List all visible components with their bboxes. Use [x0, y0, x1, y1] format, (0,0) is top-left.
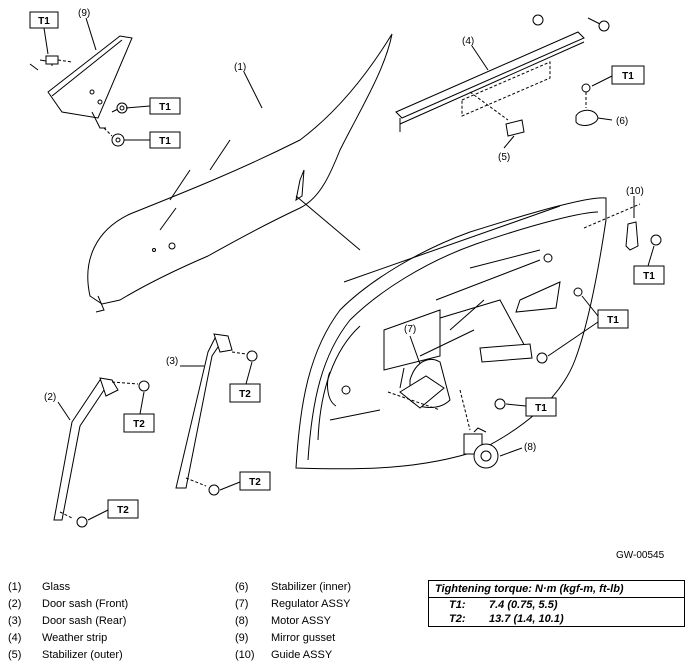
motor-assy-part: [459, 389, 506, 469]
torque-row-t2: T2: 13.7 (1.4, 10.1): [429, 612, 684, 627]
t1-box-top-left: T1: [29, 11, 59, 55]
callout-4: (4): [462, 36, 474, 47]
legend-item: (4) Weather strip: [8, 630, 128, 647]
legend-item: (5) Stabilizer (outer): [8, 647, 128, 664]
legend-num: (6): [235, 581, 249, 593]
legend-label: Door sash (Front): [42, 598, 129, 610]
legend-item: (9) Mirror gusset: [235, 630, 351, 647]
t1-label: T1: [159, 102, 171, 113]
legend-item: (3) Door sash (Rear): [8, 613, 128, 630]
callout-3: (3): [166, 356, 178, 367]
legend-label: Guide ASSY: [271, 649, 333, 661]
legend-item: (6) Stabilizer (inner): [235, 579, 351, 596]
legend-item: (7) Regulator ASSY: [235, 596, 351, 613]
regulator-assy-part: [341, 253, 583, 411]
legend-num: (10): [235, 649, 255, 661]
t1-box-gusset-lower: T1: [124, 131, 181, 149]
t1-box-gusset: T1: [125, 97, 181, 115]
legend-label: Mirror gusset: [271, 632, 336, 644]
legend-item: (2) Door sash (Front): [8, 596, 128, 613]
legend-num: (2): [8, 598, 22, 610]
legend-num: (8): [235, 615, 249, 627]
t1-box-weatherstrip: T1: [591, 65, 645, 87]
stabilizer-outer-part: [469, 91, 525, 137]
weather-strip-part: [395, 14, 610, 132]
callout-1: (1): [234, 62, 246, 73]
legend-num: (5): [8, 649, 22, 661]
legend-label: Door sash (Rear): [42, 615, 127, 627]
glass-part: [87, 33, 393, 313]
torque-row-t1: T1: 7.4 (0.75, 5.5): [429, 598, 684, 612]
torque-key: T2:: [449, 613, 466, 625]
t2-label: T2: [133, 419, 145, 430]
legend-label: Glass: [42, 581, 71, 593]
legend-right-column: (6)Stabilizer (inner) (7)Regulator ASSY …: [235, 579, 351, 664]
t1-box-guide: T1: [633, 245, 665, 285]
door-panel: [295, 197, 607, 470]
callout-6: (6): [616, 116, 628, 127]
legend-num: (7): [235, 598, 249, 610]
t1-label: T1: [535, 403, 547, 414]
torque-key: T1:: [449, 599, 466, 611]
guide-assy-part: [625, 221, 662, 251]
mirror-gusset-part: [29, 35, 133, 147]
torque-value: 13.7 (1.4, 10.1): [489, 613, 564, 625]
door-sash-rear-part: [175, 333, 258, 496]
callout-10: (10): [626, 186, 644, 197]
t2-box-rear-lower: T2: [219, 471, 271, 491]
figure-code: GW-00545: [616, 550, 665, 561]
legend-label: Stabilizer (outer): [42, 649, 123, 661]
t1-label: T1: [622, 71, 634, 82]
torque-value: 7.4 (0.75, 5.5): [489, 599, 558, 611]
exploded-view-diagram: T1 T1 T1 T1 T1 T1 T1 T2 T2: [29, 8, 665, 528]
t2-label: T2: [117, 505, 129, 516]
callout-7: (7): [404, 324, 416, 335]
torque-title: Tightening torque: N·m (kgf-m, ft-lb): [429, 581, 684, 598]
t2-label: T2: [249, 477, 261, 488]
legend-label: Regulator ASSY: [271, 598, 351, 610]
legend-num: (9): [235, 632, 249, 644]
t2-box-rear-upper: T2: [229, 361, 261, 403]
stabilizer-inner-part: [575, 83, 599, 126]
t2-box-front-lower: T2: [87, 499, 139, 521]
legend-label: Motor ASSY: [271, 615, 331, 627]
t2-box-front-upper: T2: [123, 391, 155, 433]
legend-num: (3): [8, 615, 22, 627]
t1-label: T1: [643, 271, 655, 282]
t2-label: T2: [239, 389, 251, 400]
t1-label: T1: [159, 136, 171, 147]
t1-label: T1: [38, 16, 50, 27]
leader-lines: [57, 17, 641, 457]
legend-item: (1) Glass: [8, 579, 128, 596]
callout-5: (5): [498, 152, 510, 163]
callout-9: (9): [78, 8, 90, 19]
legend-item: (10) Guide ASSY: [235, 647, 351, 664]
callout-2: (2): [44, 392, 56, 403]
torque-table: Tightening torque: N·m (kgf-m, ft-lb) T1…: [428, 580, 685, 627]
t1-box-regulator: T1: [547, 295, 629, 357]
callout-8: (8): [524, 442, 536, 453]
legend-item: (8) Motor ASSY: [235, 613, 351, 630]
t1-label: T1: [607, 315, 619, 326]
legend-num: (4): [8, 632, 22, 644]
door-sash-front-part: [53, 377, 150, 528]
legend-label: Stabilizer (inner): [271, 581, 352, 593]
legend-label: Weather strip: [42, 632, 108, 644]
legend-left-column: (1) Glass (2) Door sash (Front) (3) Door sa…: [8, 579, 128, 664]
t1-box-motor: T1: [505, 397, 557, 417]
legend-num: (1): [8, 581, 22, 593]
